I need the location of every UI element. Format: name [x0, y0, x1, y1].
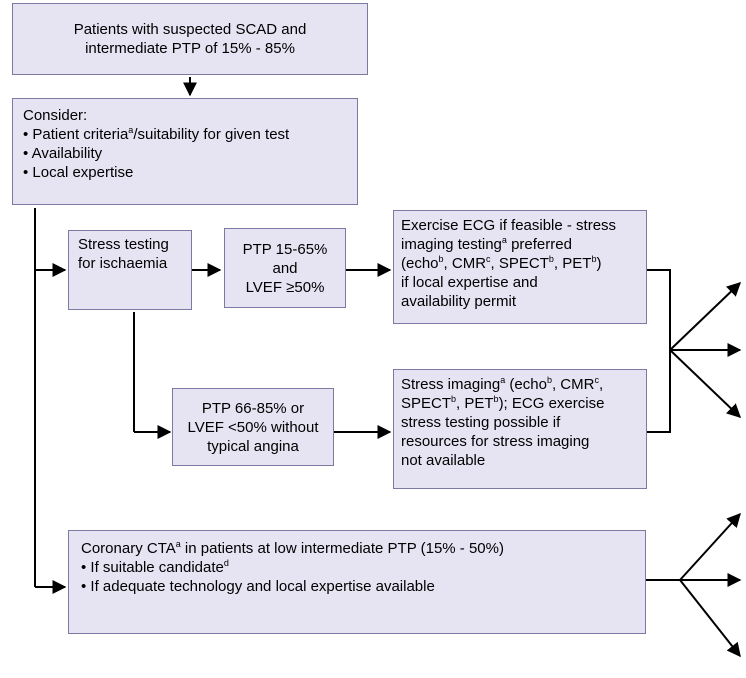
ptp-high-line-1: PTP 66-85% or [201, 399, 305, 417]
imaging-line-3: stress testing possible if [401, 414, 561, 431]
imaging-line-4: resources for stress imaging [401, 433, 590, 450]
patients-line-2: intermediate PTP of 15% - 85% [85, 40, 295, 57]
ptp-low-line-1: PTP 15-65% [242, 240, 328, 258]
imaging-line-5: not available [401, 452, 486, 469]
ptp-high-box: PTP 66-85% or LVEF <50% without typical … [172, 388, 334, 466]
imaging-line-1: Stress imaginga (echob, CMRc, [401, 375, 604, 394]
cta-line-3: • If adequate technology and local exper… [81, 578, 435, 595]
exercise-line-3: (echob, CMRc, SPECTb, PETb) [401, 254, 602, 273]
consider-heading: Consider: [23, 107, 88, 124]
ptp-low-line-3: LVEF ≥50% [245, 278, 325, 296]
patients-line-1: Patients with suspected SCAD and [73, 21, 307, 38]
consider-box: Consider: • Patient criteriaa/suitabilit… [12, 98, 358, 205]
stress-imaging-box: Stress imaginga (echob, CMRc, SPECTb, PE… [393, 369, 647, 489]
coronary-cta-box: Coronary CTAa in patients at low interme… [68, 530, 646, 634]
consider-item-expertise: • Local expertise [23, 164, 134, 181]
stress-line-2: for ischaemia [78, 255, 168, 272]
patients-box: Patients with suspected SCAD and interme… [12, 3, 368, 75]
ptp-high-line-2: LVEF <50% without [187, 418, 319, 436]
merge-bracket [646, 269, 671, 433]
ptp-high-line-3: typical angina [207, 437, 299, 455]
ptp-low-box: PTP 15-65% and LVEF ≥50% [224, 228, 346, 308]
exercise-line-2: imaging testinga preferred [401, 235, 572, 254]
consider-item-criteria: • Patient criteriaa/suitability for give… [23, 125, 290, 144]
exercise-line-4: if local expertise and [401, 274, 538, 291]
consider-item-availability: • Availability [23, 145, 103, 162]
stress-line-1: Stress testing [78, 236, 169, 253]
cta-line-1: Coronary CTAa in patients at low interme… [81, 539, 504, 558]
stress-testing-box: Stress testing for ischaemia [68, 230, 192, 310]
ptp-low-line-2: and [272, 259, 298, 277]
exercise-line-5: availability permit [401, 293, 517, 310]
exercise-line-1: Exercise ECG if feasible - stress [401, 217, 617, 234]
cta-line-2: • If suitable candidated [81, 558, 229, 577]
imaging-line-2: SPECTb, PETb); ECG exercise [401, 394, 605, 413]
exercise-ecg-box: Exercise ECG if feasible - stress imagin… [393, 210, 647, 324]
